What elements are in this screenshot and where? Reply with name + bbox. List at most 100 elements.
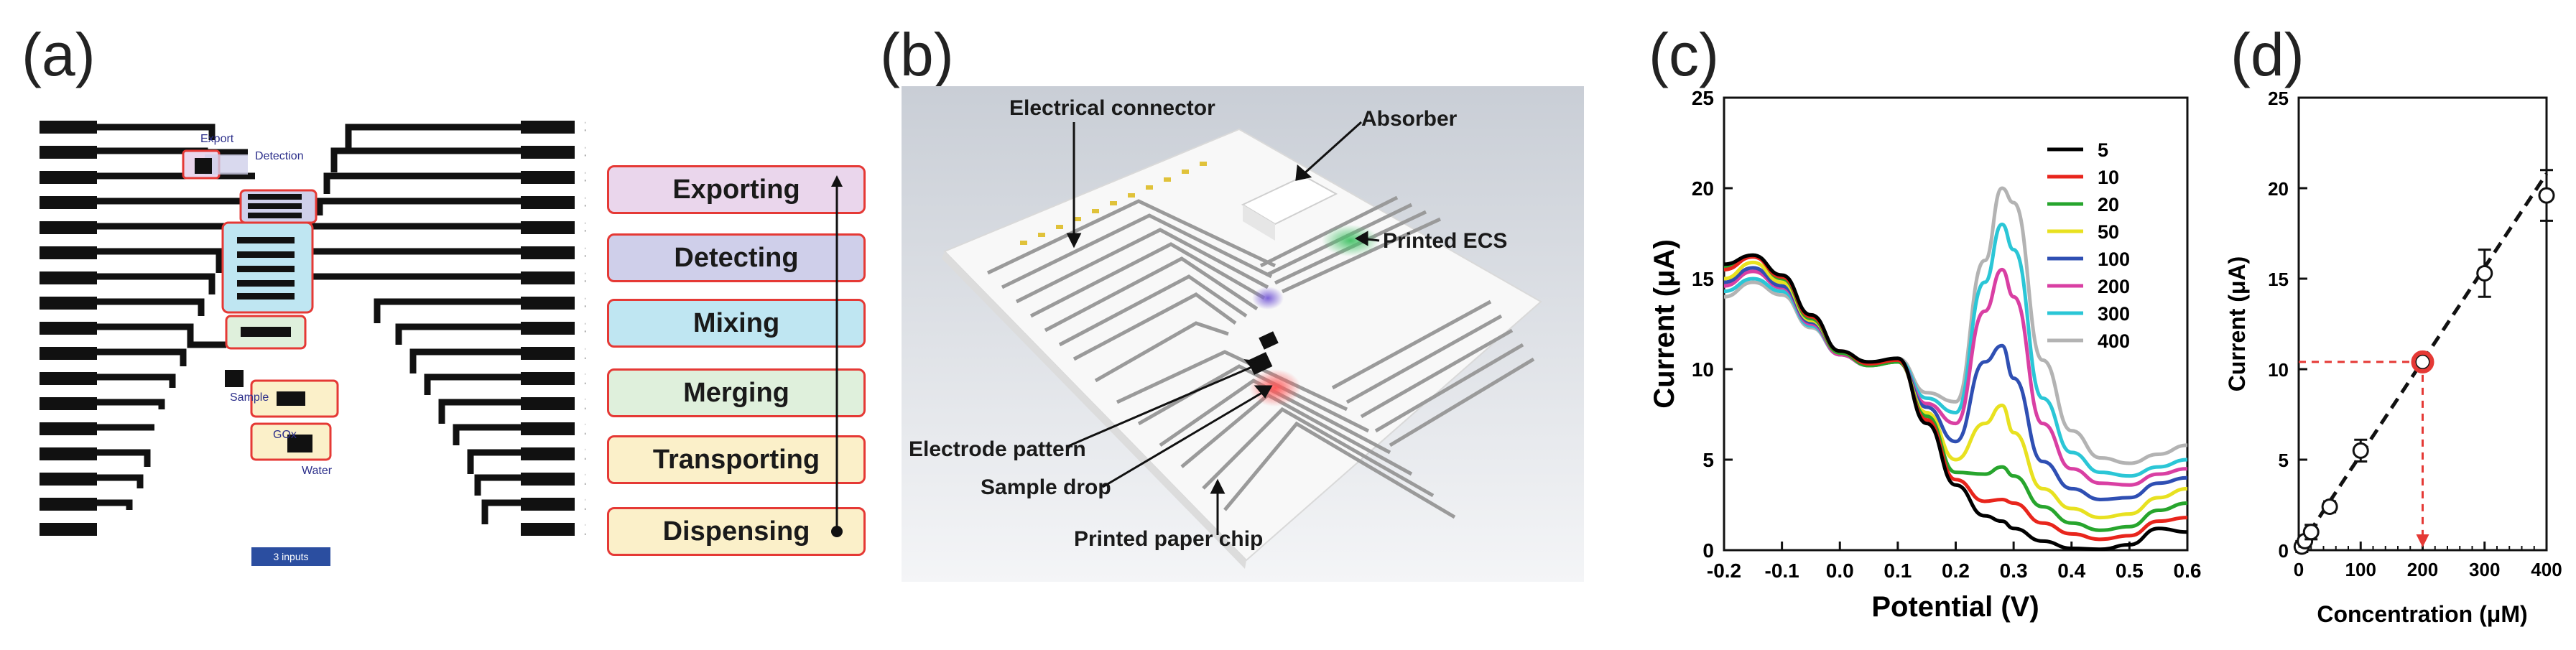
highlight-point xyxy=(2411,350,2434,373)
step-dispensing: Dispensing xyxy=(607,507,866,556)
right-pad xyxy=(521,372,575,385)
water-label: Water xyxy=(302,465,333,477)
legend-label: 100 xyxy=(2098,249,2130,270)
right-pad xyxy=(521,171,575,184)
x-tick-label: 200 xyxy=(2407,559,2438,580)
right-pad xyxy=(521,447,575,460)
chip-layout-drawing: 3 inputs Export Detection Sample GOx Wat… xyxy=(40,116,605,566)
x-tick-label: 300 xyxy=(2469,559,2500,580)
right-pad xyxy=(521,271,575,284)
label-electrode-pattern: Electrode pattern xyxy=(909,437,1086,461)
left-pad xyxy=(40,271,97,284)
y-axis-title: Current (μA) xyxy=(1649,239,1680,409)
data-point xyxy=(2476,264,2493,282)
left-pad xyxy=(40,322,97,335)
pad-number: 33 xyxy=(584,241,585,263)
left-pad xyxy=(40,297,97,310)
left-pad xyxy=(40,397,97,410)
detection-label: Detection xyxy=(255,150,304,162)
x-tick-label: 0.0 xyxy=(1826,560,1854,582)
pad-number: 26 xyxy=(584,417,585,439)
right-pad xyxy=(521,146,575,159)
right-pad xyxy=(521,121,575,134)
left-pad xyxy=(40,246,97,259)
y-tick-label: 5 xyxy=(2279,450,2289,471)
y-tick-label: 10 xyxy=(2268,359,2289,381)
y-tick-label: 25 xyxy=(1692,87,1714,109)
legend-label: 300 xyxy=(2098,303,2130,325)
gox-label: GOx xyxy=(273,429,297,441)
x-tick-label: 0.5 xyxy=(2116,560,2144,582)
y-axis-title-d: Current (μA) xyxy=(2224,256,2250,391)
pad-number: 31 xyxy=(584,292,585,313)
pad-number: 36 xyxy=(584,166,585,187)
step-mixing: Mixing xyxy=(607,299,866,348)
left-pad xyxy=(40,498,97,511)
right-pad xyxy=(521,347,575,360)
label-sample-drop: Sample drop xyxy=(981,475,1111,499)
panel-label-c: (c) xyxy=(1649,21,1719,88)
left-pad xyxy=(40,196,97,209)
right-pad xyxy=(521,498,575,511)
panel-label-b: (b) xyxy=(880,21,954,88)
x-tick-label: 0.6 xyxy=(2174,560,2202,582)
pad-number: 28 xyxy=(584,367,585,389)
left-pad xyxy=(40,146,97,159)
pad-number: 34 xyxy=(584,216,585,238)
y-tick-label: 15 xyxy=(1692,268,1714,290)
data-point xyxy=(2414,353,2431,371)
x-tick-label: -0.2 xyxy=(1707,560,1741,582)
left-pad xyxy=(40,372,97,385)
pad-number: 30 xyxy=(584,317,585,338)
x-tick-label: 400 xyxy=(2531,559,2562,580)
pad-number: 27 xyxy=(584,392,585,414)
step-exporting: Exporting xyxy=(607,165,866,214)
right-pad xyxy=(521,221,575,234)
left-pad xyxy=(40,347,97,360)
legend-label: 10 xyxy=(2098,167,2119,188)
x-tick-label: 0 xyxy=(2294,559,2304,580)
y-tick-label: 25 xyxy=(2268,88,2289,109)
panel-label-a: (a) xyxy=(22,21,96,88)
panel-label-d: (d) xyxy=(2230,21,2304,88)
inputs-label: 3 inputs xyxy=(273,551,308,562)
label-printed-ecs: Printed ECS xyxy=(1383,229,1507,253)
legend-label: 50 xyxy=(2098,221,2119,243)
guide-arrowhead xyxy=(2416,534,2429,547)
callout-arrows xyxy=(1066,121,1380,535)
left-pad xyxy=(40,171,97,184)
y-tick-label: 0 xyxy=(2279,540,2289,562)
data-point xyxy=(2302,524,2320,541)
detection-electrodes xyxy=(225,194,312,452)
pad-number: 23 xyxy=(584,493,585,514)
legend-label: 400 xyxy=(2098,330,2130,352)
legend-label: 5 xyxy=(2098,139,2108,161)
connector-pins xyxy=(1020,162,1207,245)
step-merging: Merging xyxy=(607,368,866,417)
x-tick-label: -0.1 xyxy=(1765,560,1799,582)
left-pad xyxy=(40,523,97,536)
series-line-300 xyxy=(1723,222,2188,478)
sample-label: Sample xyxy=(230,391,269,404)
left-pad xyxy=(40,121,97,134)
pad-number: 24 xyxy=(584,468,585,489)
process-flow: Exporting Detecting Mixing Merging Trans… xyxy=(607,164,880,573)
paper-chip-illustration: Electrical connector Absorber Printed EC… xyxy=(902,86,1584,582)
right-pad xyxy=(521,422,575,435)
inputs-bar xyxy=(251,547,330,566)
series-line-5 xyxy=(1723,253,2188,552)
x-tick-label: 0.1 xyxy=(1884,560,1912,582)
printed-traces xyxy=(986,195,1535,519)
x-tick-label: 0.2 xyxy=(1942,560,1970,582)
left-pad xyxy=(40,447,97,460)
y-tick-label: 0 xyxy=(1702,539,1714,562)
y-tick-label: 5 xyxy=(1702,449,1714,471)
pad-number: 32 xyxy=(584,266,585,288)
pad-number: 35 xyxy=(584,191,585,213)
legend-label: 200 xyxy=(2098,276,2130,297)
flow-arrow xyxy=(831,175,843,537)
